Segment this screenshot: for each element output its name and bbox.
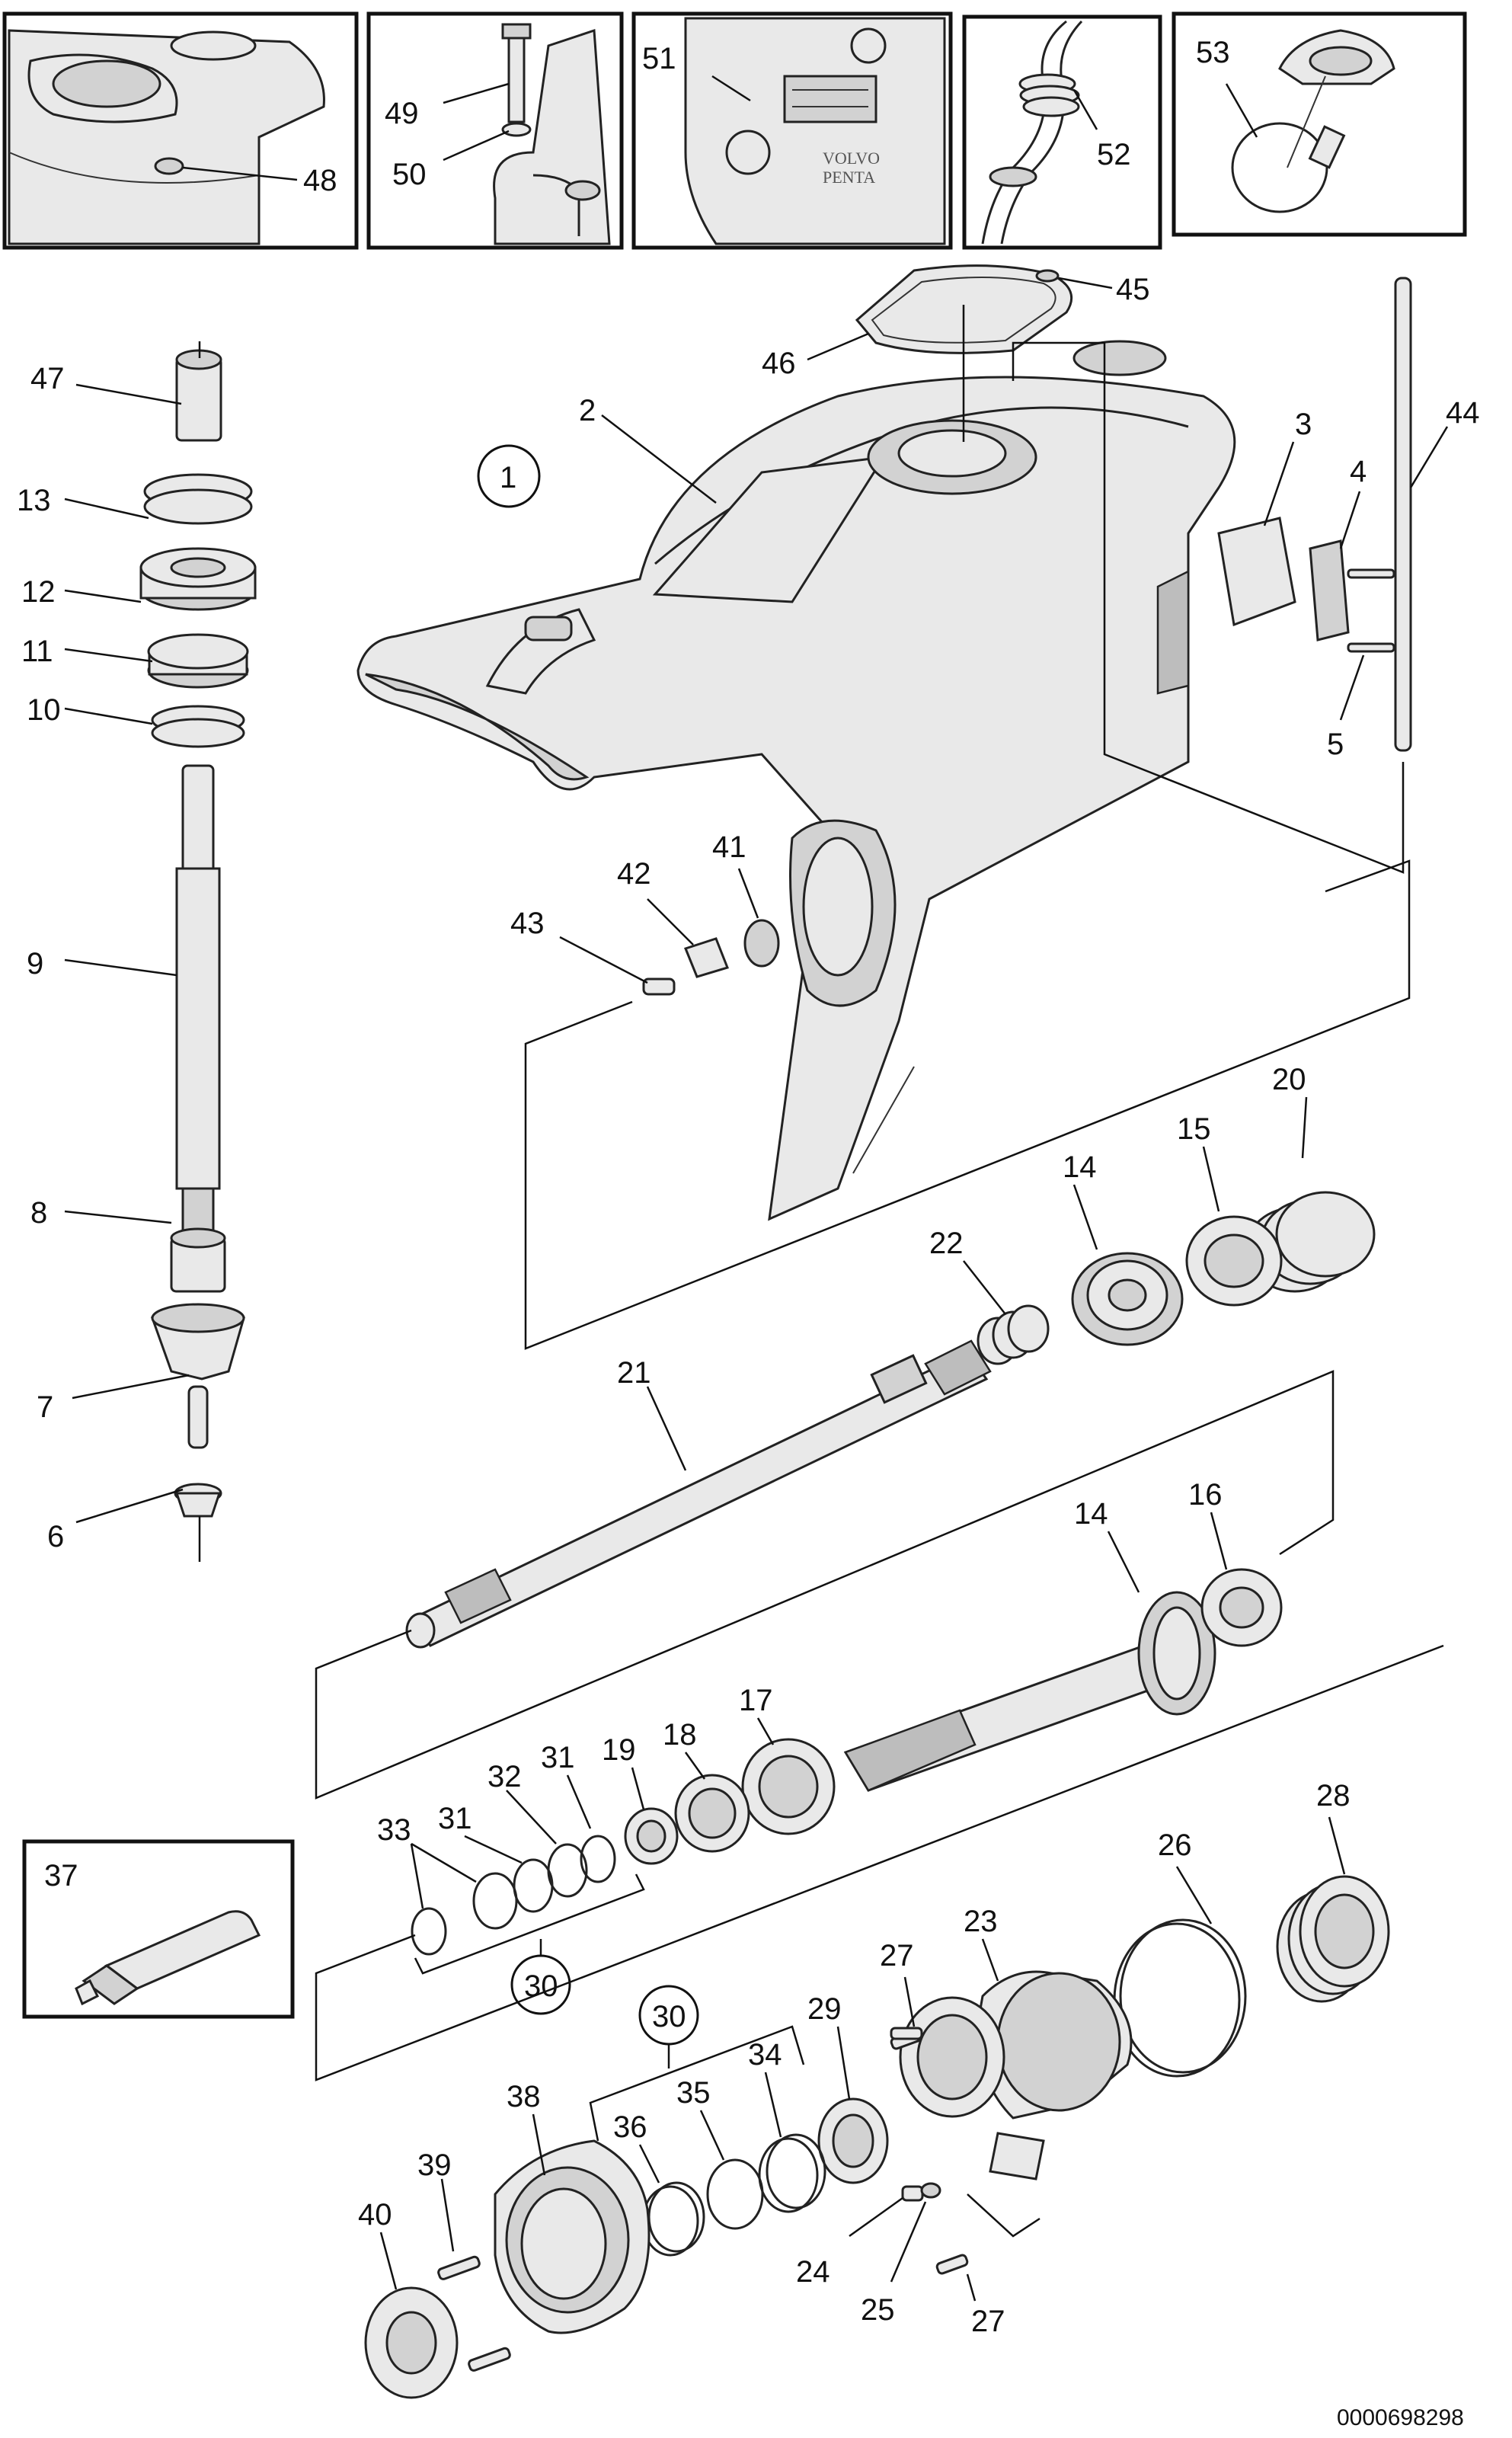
screws-27 [890,2027,969,2275]
label-37: 37 [44,1859,78,1892]
label-42: 42 [617,857,651,891]
forward-gear-assembly [977,1191,1376,1365]
brand-text-line1: VOLVO [823,149,880,168]
label-26: 26 [1158,1828,1192,1862]
label-43: 43 [510,907,545,940]
seal-rings-31-33 [411,1835,616,1956]
label-25: 25 [861,2293,895,2327]
label-39: 39 [417,2148,452,2182]
label-41: 41 [712,830,746,864]
label-40: 40 [358,2198,392,2232]
label-45: 45 [1116,273,1150,306]
label-10: 10 [27,693,61,727]
label-20: 20 [1272,1063,1306,1096]
label-4: 4 [1350,455,1367,488]
inset-box-48 [2,11,359,250]
label-9: 9 [27,947,43,981]
bearing-stack-17-19 [624,1738,836,1865]
bearing-carrier-23 [890,1970,1133,2180]
seals-34-36 [641,2133,826,2257]
label-48: 48 [303,164,337,197]
propeller-shaft-21 [405,1339,992,1649]
label-18: 18 [663,1718,697,1752]
vertical-shaft-assembly [139,349,257,1518]
label-21: 21 [617,1356,651,1390]
label-27a: 27 [880,1939,914,1972]
label-7: 7 [37,1390,53,1424]
label-24: 24 [796,2255,830,2289]
label-38: 38 [507,2080,541,2113]
inset-box-51: VOLVO PENTA [631,11,953,250]
label-19: 19 [602,1733,636,1767]
label-31a: 31 [438,1802,472,1835]
label-30b: 30 [652,2000,686,2033]
label-27b: 27 [971,2305,1005,2338]
reverse-gear-assembly [843,1568,1283,1792]
reference-code: 0000698298 [1337,2405,1464,2430]
label-2: 2 [579,394,596,427]
screws-39 [437,2255,511,2372]
label-6: 6 [47,1520,64,1553]
label-49: 49 [385,97,419,130]
label-35: 35 [676,2076,711,2110]
callout-circle-1 [477,444,541,508]
label-13: 13 [17,484,51,517]
inset-box-37 [22,1839,295,2019]
label-12: 12 [21,575,56,609]
label-47: 47 [30,362,65,395]
label-28: 28 [1316,1779,1351,1813]
o-ring-26 [1113,1918,1247,2078]
inset-box-53 [1172,11,1467,237]
seal-40 [364,2286,459,2399]
spring-28 [1276,1875,1390,2003]
washers-24-25 [901,2182,941,2202]
label-23: 23 [964,1905,998,1938]
label-51: 51 [642,42,676,75]
label-36: 36 [613,2110,647,2144]
gear-housing [356,340,1236,1221]
label-44: 44 [1446,396,1480,430]
label-15: 15 [1177,1112,1211,1146]
callout-circle-30b [638,1985,699,2046]
rod-44 [1394,277,1412,752]
housing-38 [494,2139,651,2334]
label-16: 16 [1188,1478,1223,1512]
label-53: 53 [1196,36,1230,69]
label-14a: 14 [1063,1150,1097,1184]
brand-text-line2: PENTA [823,168,875,187]
label-50: 50 [392,158,427,191]
label-14b: 14 [1074,1497,1108,1531]
label-3: 3 [1295,408,1312,441]
label-5: 5 [1327,728,1344,761]
bearing-29 [817,2097,889,2184]
label-22: 22 [929,1227,964,1260]
label-11: 11 [21,635,53,668]
inset-box-49-50 [366,11,624,250]
label-34: 34 [748,2038,782,2072]
label-46: 46 [762,347,796,380]
label-8: 8 [30,1196,47,1230]
label-29: 29 [807,1992,842,2026]
inset-box-52 [962,14,1162,250]
label-1: 1 [500,461,516,494]
label-33: 33 [377,1813,411,1847]
label-52: 52 [1097,138,1131,171]
label-17: 17 [739,1684,773,1717]
anode-plate-3 [1217,517,1395,653]
label-32: 32 [487,1760,522,1793]
label-31b: 31 [541,1741,575,1774]
parts-41-42-43 [642,919,780,996]
